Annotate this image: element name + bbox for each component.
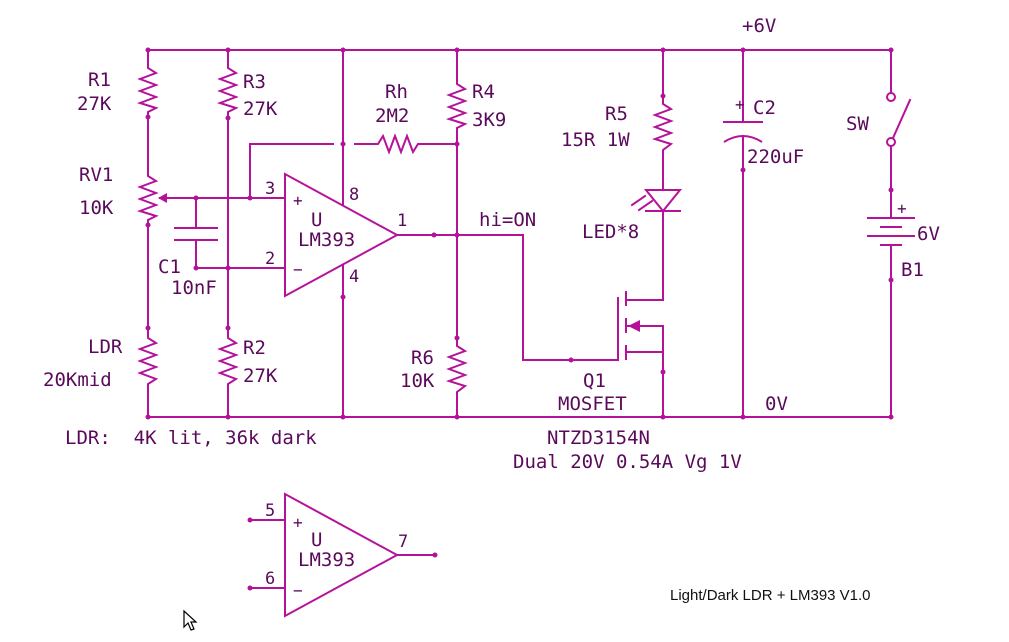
u1-part: LM393 <box>298 229 355 251</box>
u1-minus-symbol: − <box>293 260 303 279</box>
c2-value: 220uF <box>747 146 804 168</box>
r4-value: 3K9 <box>472 109 506 131</box>
c2-plus-sign: + <box>735 95 745 114</box>
u1-pin-plus: 3 <box>265 179 275 199</box>
u2-comparator[interactable] <box>249 492 436 618</box>
r1-value: 27K <box>77 93 112 115</box>
supply-positive-label: +6V <box>742 15 776 37</box>
rv1-potentiometer[interactable] <box>136 170 231 225</box>
u2-pin-out: 7 <box>398 532 408 552</box>
u1-pin-out: 1 <box>397 211 407 231</box>
c1-ref: C1 <box>158 256 181 278</box>
u1-pin-gnd: 4 <box>349 267 359 287</box>
u2-plus-symbol: + <box>293 513 303 532</box>
q1-type: MOSFET <box>558 393 627 415</box>
sw-ref: SW <box>846 113 869 135</box>
ldr-resistor[interactable] <box>137 330 159 395</box>
r5-ref: R5 <box>605 103 628 125</box>
rh-ref: Rh <box>385 81 408 103</box>
rh-value: 2M2 <box>375 105 409 127</box>
r2-value: 27K <box>243 365 278 387</box>
r3-ref: R3 <box>243 71 266 93</box>
q1-part-number: NTZD3154N <box>547 427 650 449</box>
c1-value: 10nF <box>171 277 217 299</box>
u1-plus-input-wires <box>229 143 374 199</box>
switch-sw[interactable] <box>886 49 912 219</box>
r6-value: 10K <box>400 370 435 392</box>
u1-pin-minus: 2 <box>265 249 275 269</box>
b1-value: 6V <box>917 223 940 245</box>
u1-pin-vcc: 8 <box>349 185 359 205</box>
q1-mosfet[interactable] <box>617 291 664 418</box>
r1-resistor[interactable] <box>136 62 159 115</box>
r6-ref: R6 <box>411 347 434 369</box>
battery-b1[interactable] <box>867 217 915 418</box>
u1-comparator[interactable] <box>284 172 458 298</box>
r3-value: 27K <box>243 98 278 120</box>
r6-resistor[interactable] <box>445 340 468 398</box>
c2-ref: C2 <box>753 97 776 119</box>
led-diode[interactable] <box>630 189 683 213</box>
u2-pin-plus: 5 <box>265 501 275 521</box>
mouse-pointer-icon <box>183 609 198 631</box>
r4-ref: R4 <box>472 81 495 103</box>
b1-ref: B1 <box>901 259 924 281</box>
r4-resistor[interactable] <box>445 78 468 132</box>
led-ref: LED*8 <box>582 221 639 243</box>
q1-ref: Q1 <box>583 370 606 392</box>
q1-spec: Dual 20V 0.54A Vg 1V <box>513 451 742 473</box>
rh-resistor[interactable] <box>373 133 458 155</box>
r1-ref: R1 <box>88 69 111 91</box>
r5-resistor[interactable] <box>651 98 674 156</box>
r2-ref: R2 <box>243 337 266 359</box>
junction-dots <box>145 47 894 591</box>
net-label-hi-on: hi=ON <box>479 209 536 231</box>
u2-unit: U <box>311 529 322 551</box>
r2-resistor[interactable] <box>217 330 239 395</box>
credit-caption: Light/Dark LDR + LM393 V1.0 <box>670 587 871 604</box>
output-net-wires <box>456 234 619 361</box>
ldr-value: 20Kmid <box>43 369 112 391</box>
c2-capacitor[interactable] <box>723 49 763 418</box>
b1-plus-sign: + <box>897 199 907 218</box>
u1-unit: U <box>311 209 322 231</box>
u2-part: LM393 <box>298 549 355 571</box>
ldr-ref: LDR <box>88 336 123 358</box>
u2-pin-minus: 6 <box>265 569 275 589</box>
c1-capacitor[interactable] <box>174 197 286 269</box>
r5-value: 15R 1W <box>561 129 630 151</box>
rv1-value: 10K <box>79 197 114 219</box>
r3-resistor[interactable] <box>216 62 239 118</box>
ground-label: 0V <box>765 393 788 415</box>
u2-minus-symbol: − <box>293 581 303 600</box>
ldr-note: LDR: 4K lit, 36k dark <box>65 427 317 449</box>
rv1-ref: RV1 <box>79 164 113 186</box>
u1-plus-symbol: + <box>293 191 303 210</box>
